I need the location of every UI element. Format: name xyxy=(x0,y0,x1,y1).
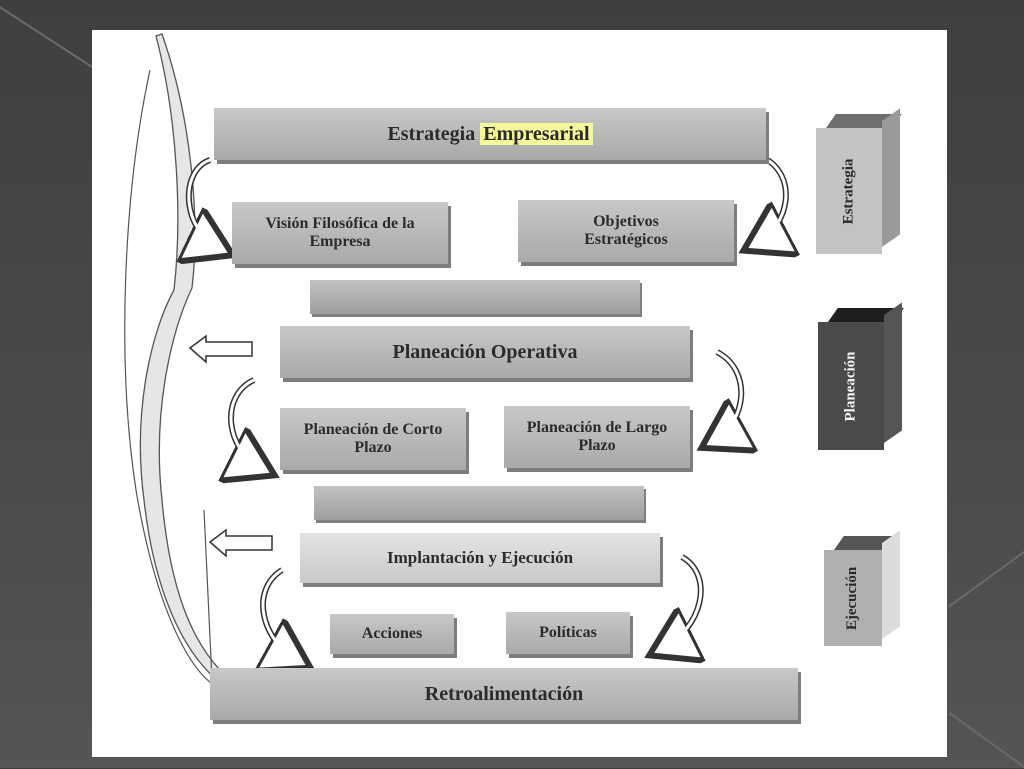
curve-arrow-6-fill xyxy=(659,555,703,652)
title-part-estrategia: Estrategia xyxy=(387,123,476,145)
ejecucion-block: Ejecución xyxy=(824,530,908,656)
diagram-sheet: Estrategia Empresarial Visión Filosófica… xyxy=(92,30,947,757)
left-arrow-1 xyxy=(188,334,253,364)
largo-plazo-label: Planeación de Largo Plazo xyxy=(526,419,668,454)
largo-plazo-box: Planeación de Largo Plazo xyxy=(504,406,690,468)
title-part-empresarial: Empresarial xyxy=(480,123,593,145)
feedback-loop-band xyxy=(139,33,221,682)
curve-arrow-1-fill xyxy=(187,158,223,252)
politicas-label: Políticas xyxy=(539,624,597,642)
planeacion-operativa-label: Planeación Operativa xyxy=(392,341,578,363)
corto-plazo-label: Planeación de Corto Plazo xyxy=(303,421,443,456)
estrategia-empresarial-box: Estrategia Empresarial xyxy=(214,108,766,160)
estrategia-block: Estrategia xyxy=(816,108,906,264)
planeacion-operativa-box: Planeación Operativa xyxy=(280,326,690,378)
implantacion-box: Implantación y Ejecución xyxy=(300,533,660,583)
ejecucion-block-side xyxy=(882,530,900,639)
estrategia-empresarial-title: Estrategia Empresarial xyxy=(387,123,593,145)
implantacion-label: Implantación y Ejecución xyxy=(386,547,574,567)
connectors-layer xyxy=(124,33,947,686)
planeacion-block: Planeación xyxy=(818,302,908,458)
objetivos-label: Objetivos Estratégicos xyxy=(584,213,668,248)
decor-line-top-left xyxy=(0,6,93,68)
retroalimentacion-box: Retroalimentación xyxy=(210,668,798,720)
ejecucion-block-label: Ejecución xyxy=(844,566,861,630)
planeacion-block-side xyxy=(884,302,902,443)
connector-plate-2 xyxy=(314,486,644,520)
planeacion-block-face: Planeación xyxy=(818,322,884,450)
curve-arrow-2-fill xyxy=(753,156,788,247)
planeacion-block-label: Planeación xyxy=(842,351,859,421)
decor-line-bottom-right xyxy=(948,712,1024,769)
left-arrow-2 xyxy=(208,528,273,558)
acciones-label: Acciones xyxy=(361,625,423,643)
estrategia-block-side xyxy=(882,108,900,247)
curve-arrow-3-fill xyxy=(229,378,265,472)
feedback-loop-vertical xyxy=(203,509,213,681)
objetivos-box: Objetivos Estratégicos xyxy=(518,200,734,262)
estrategia-block-face: Estrategia xyxy=(816,128,882,254)
ejecucion-block-face: Ejecución xyxy=(824,550,882,646)
curve-arrow-5-fill xyxy=(261,568,301,664)
corto-plazo-box: Planeación de Corto Plazo xyxy=(280,408,466,470)
acciones-box: Acciones xyxy=(330,614,454,654)
vision-label: Visión Filosófica de la Empresa xyxy=(265,215,415,250)
vision-box: Visión Filosófica de la Empresa xyxy=(232,202,448,264)
retroalimentacion-label: Retroalimentación xyxy=(424,683,584,705)
estrategia-block-label: Estrategia xyxy=(840,158,857,224)
curve-arrow-4-fill xyxy=(711,350,743,444)
politicas-box: Políticas xyxy=(506,612,630,654)
decor-line-right xyxy=(948,550,1024,608)
feedback-loop-inner xyxy=(124,69,215,686)
connector-plate-1 xyxy=(310,280,640,314)
